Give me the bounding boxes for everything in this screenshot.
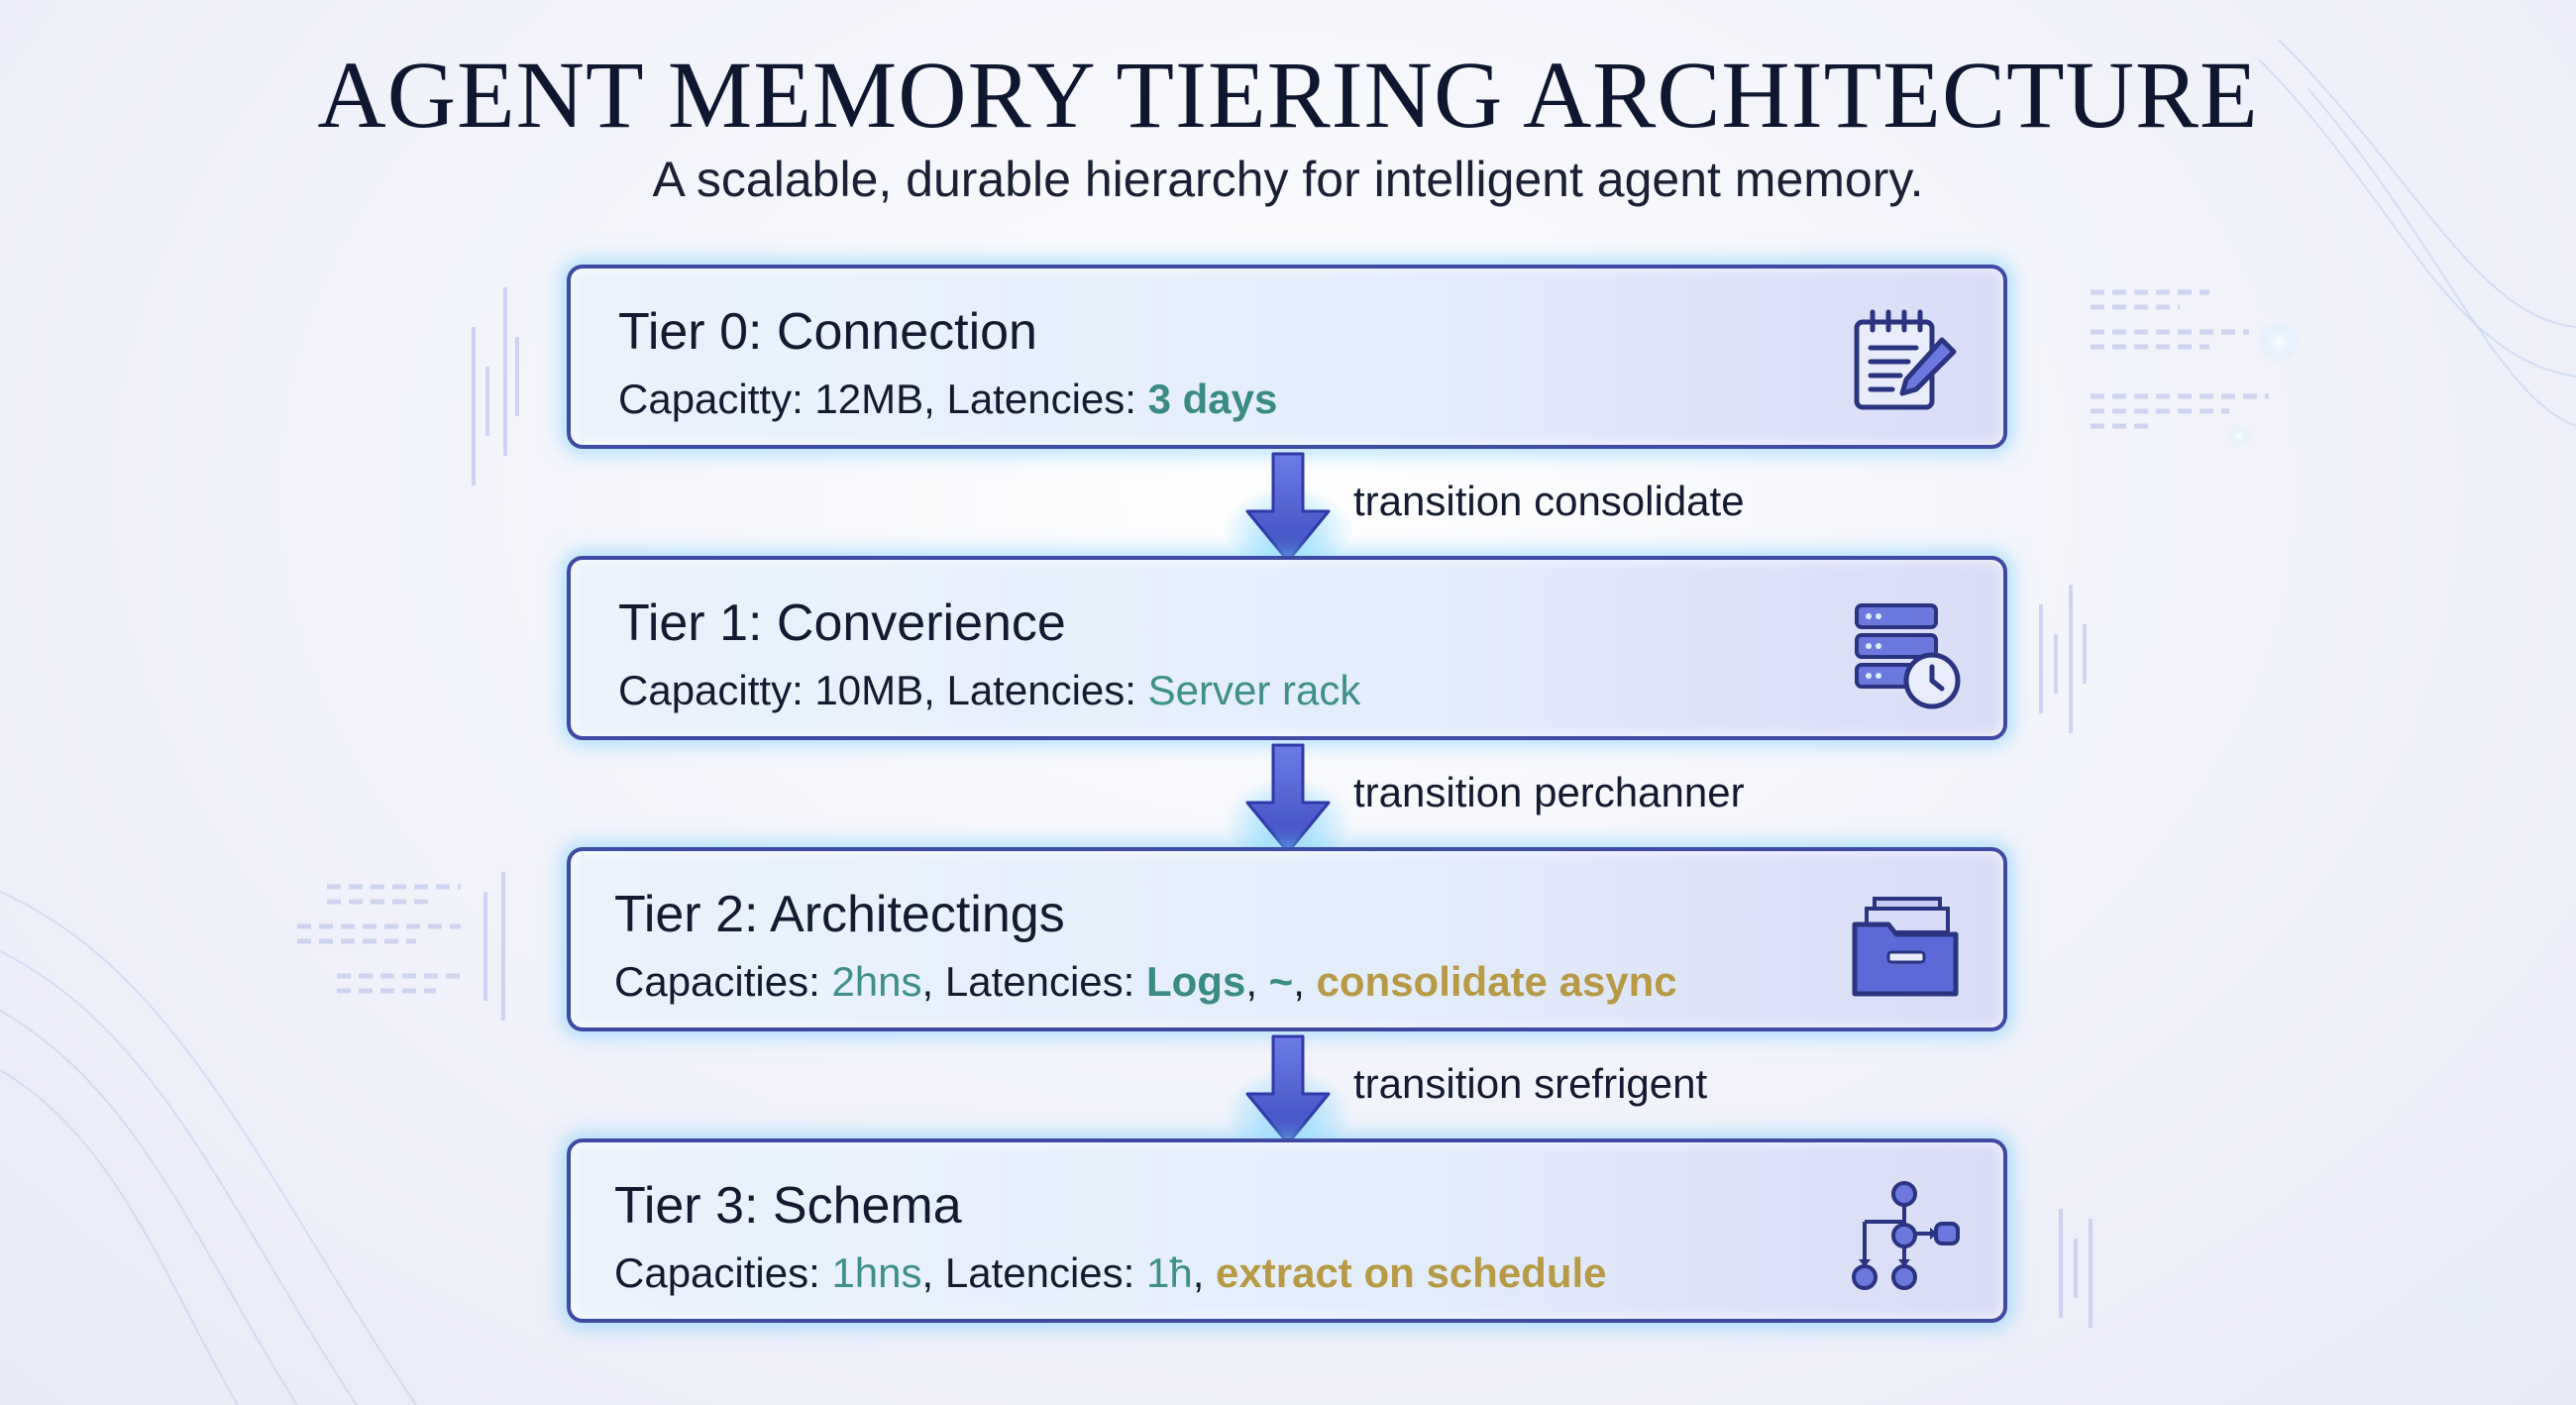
transition-label-1-2: transition perchanner [1353,769,1745,815]
tier-2-lat-label: , Latencies: [921,958,1146,1005]
tier-3-card: Tier 3: Schema Capacities: 1hns, Latenci… [567,1138,2007,1323]
tier-3-capacity: 1hns [831,1249,922,1296]
notepad-pencil-icon [1854,309,1957,410]
tier-2-name: Tier 2: Architectings [614,886,1065,943]
tier-2-sep2: , [1293,958,1317,1005]
tier-1-latency: Server rack [1147,667,1361,713]
tier-1-detail: Capacitty: 10MB, Latencies: Server rack [618,667,1360,714]
tier-0-card: Tier 0: Connection Capacitty: 12MB, Late… [567,265,2007,449]
hierarchy-tree-icon [1852,1181,1960,1290]
tier-3-sep: , [1192,1249,1217,1296]
tier-3-lat-label: , Latencies: [921,1249,1146,1296]
tier-0-detail: Capacitty: 12MB, Latencies: 3 days [618,376,1277,423]
page-title: AGENT MEMORY TIERING ARCHITECTURE [317,42,2259,148]
tier-3-detail: Capacities: 1hns, Latencies: 1ћ, extract… [614,1249,1607,1297]
tier-3-latency: 1ћ [1145,1249,1193,1296]
transition-label-0-1: transition consolidate [1353,478,1745,524]
down-arrow-icon [1223,743,1353,862]
tier-0-detail-prefix: Capacitty: 12MB, Latencies: [618,376,1148,422]
tier-3-cap-label: Capacities: [614,1249,832,1296]
tier-2-capacity: 2hns [831,958,922,1005]
page-subtitle: A scalable, durable hierarchy for intell… [652,152,1924,207]
tier-2-cap-label: Capacities: [614,958,832,1005]
tier-2-detail: Capacities: 2hns, Latencies: Logs, ~, co… [614,958,1677,1006]
tier-1-detail-prefix: Capacitty: 10MB, Latencies: [618,667,1148,713]
down-arrow-icon [1223,452,1353,571]
tier-2-sep1: , [1245,958,1269,1005]
tier-2-card: Tier 2: Architectings Capacities: 2hns, … [567,847,2007,1031]
tier-2-action: consolidate async [1316,958,1677,1005]
folder-stack-icon [1852,897,1959,997]
tier-2-tilde: ~ [1268,958,1294,1005]
server-clock-icon [1855,603,1961,709]
tier-1-card: Tier 1: Converience Capacitty: 10MB, Lat… [567,556,2007,740]
transition-label-2-3: transition srefrigent [1353,1060,1708,1107]
tier-0-name: Tier 0: Connection [618,303,1037,361]
tier-0-latency: 3 days [1147,376,1278,422]
tier-3-action: extract on schedule [1216,1249,1607,1296]
tier-3-name: Tier 3: Schema [614,1177,962,1235]
down-arrow-icon [1223,1034,1353,1153]
tier-1-name: Tier 1: Converience [618,594,1066,652]
tier-2-latency: Logs [1145,958,1246,1005]
